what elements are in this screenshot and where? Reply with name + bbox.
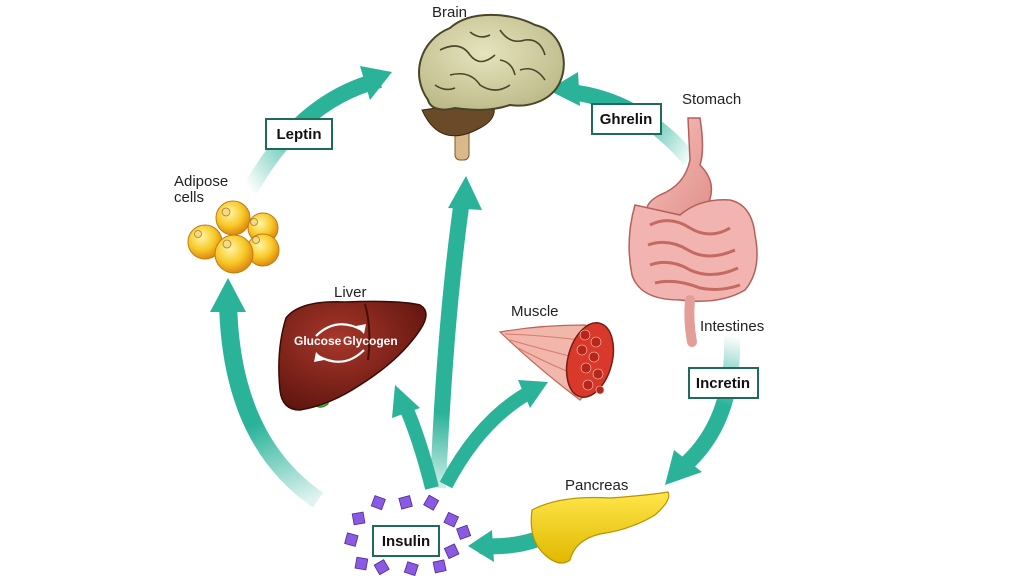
hormone-box-incretin: Incretin (688, 367, 759, 399)
insulin-crystals (344, 494, 472, 576)
arrow-pancreas-to-insulin (468, 530, 538, 562)
label-liver: Liver (334, 284, 367, 301)
brain-illustration (418, 13, 565, 161)
label-stomach: Stomach (682, 91, 741, 108)
label-intestines: Intestines (700, 318, 764, 335)
pancreas-illustration (530, 491, 670, 564)
arrow-insulin-to-brain (430, 176, 482, 489)
hormone-label-insulin: Insulin (382, 533, 430, 550)
label-adipose-line1: Adipose (174, 173, 228, 190)
label-brain: Brain (432, 4, 467, 21)
liver-glycogen-text: Glycogen (343, 334, 398, 348)
arrow-insulin-to-muscle (439, 380, 548, 489)
hormone-label-ghrelin: Ghrelin (600, 111, 653, 128)
adipose-cells-illustration (187, 200, 280, 274)
liver-illustration (278, 300, 427, 411)
liver-glucose-text: Glucose (294, 334, 342, 348)
label-muscle: Muscle (511, 303, 559, 320)
arrow-incretin-to-pancreas (665, 334, 741, 485)
label-adipose-line2: cells (174, 189, 204, 206)
arrow-insulin-to-liver (392, 385, 439, 490)
muscle-illustration (498, 322, 615, 401)
hormone-box-ghrelin: Ghrelin (591, 103, 662, 135)
arrow-insulin-to-adipose (210, 278, 324, 508)
hormone-label-incretin: Incretin (696, 375, 750, 392)
hormone-box-insulin: Insulin (372, 525, 440, 557)
digestive-illustration (628, 117, 758, 347)
hormone-box-leptin: Leptin (265, 118, 333, 150)
hormone-label-leptin: Leptin (277, 126, 322, 143)
arrow-leptin-to-brain (243, 66, 392, 194)
label-pancreas: Pancreas (565, 477, 628, 494)
